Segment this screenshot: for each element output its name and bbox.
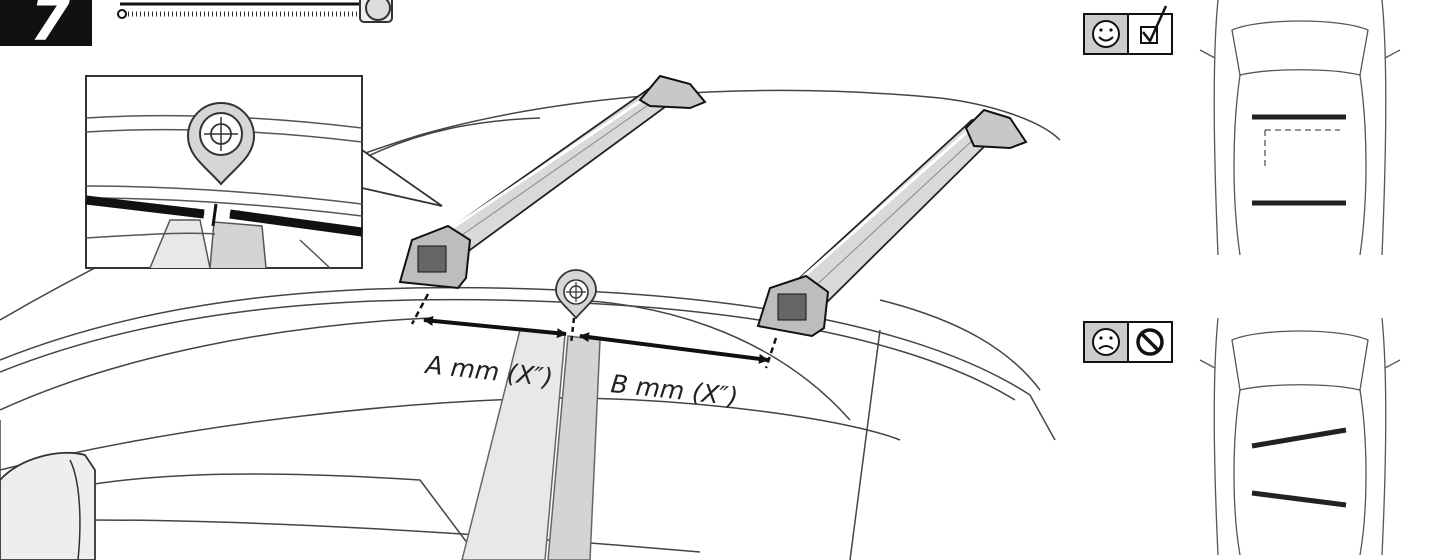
rear-roof-bar [756,108,1028,338]
dimension-arrow-b [579,332,769,364]
inset-arrow-left [85,195,205,219]
tape-measure-icon [117,0,393,23]
step-number: 7 [30,0,71,54]
inset-arrow-right [229,209,363,237]
target-pin-icon [555,269,597,320]
checked-box-icon [1140,5,1168,44]
dimension-label-b: B mm (X″) [609,369,739,411]
dimension-arrow-a [423,315,567,339]
car-body-outline [0,89,1061,560]
inset-target-pin-icon [186,102,256,186]
smiley-face-icon [1092,20,1120,48]
prohibited-icon [1136,328,1164,356]
measurement-lines [410,293,778,369]
correct-indicator [1083,5,1173,55]
car-topview-incorrect [1199,317,1401,556]
incorrect-indicator [1083,321,1173,363]
front-roof-bar [398,74,707,290]
crossbar-rear-incorrect [1251,490,1347,508]
crossbar-front-incorrect [1251,427,1347,449]
step-badge: 7 [0,0,92,54]
frowny-face-icon [1092,328,1120,356]
zoom-inset [85,75,443,269]
side-mirror [0,451,96,560]
car-topview-correct [1199,0,1401,256]
